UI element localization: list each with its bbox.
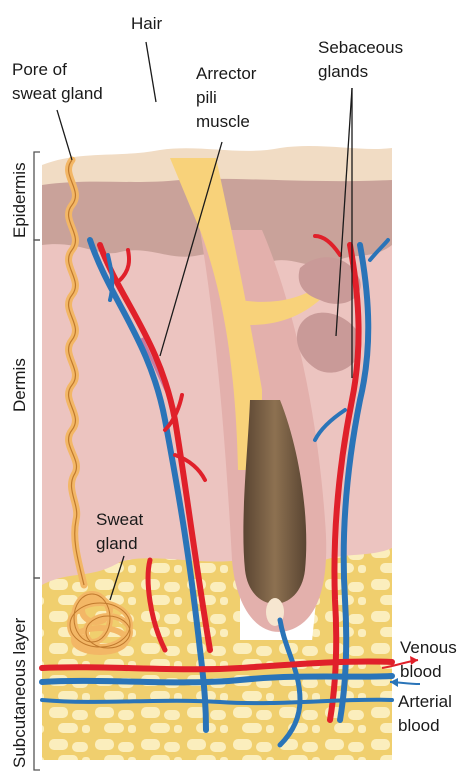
label-pore-line1: Pore of <box>12 60 67 80</box>
label-venous-line1: Venous <box>400 638 457 658</box>
label-sebaceous-line2: glands <box>318 62 368 82</box>
label-arterial-line2: blood <box>398 716 440 736</box>
label-dermis: Dermis <box>10 358 30 412</box>
label-venous-line2: blood <box>400 662 442 682</box>
label-epidermis: Epidermis <box>10 162 30 238</box>
layer-brackets <box>34 152 40 770</box>
label-arterial-line1: Arterial <box>398 692 452 712</box>
label-hair: Hair <box>131 14 162 34</box>
label-sweat-line2: gland <box>96 534 138 554</box>
label-sebaceous-line1: Sebaceous <box>318 38 403 58</box>
label-arrector-line2: pili <box>196 88 217 108</box>
label-subcutaneous: Subcutaneous layer <box>10 618 30 768</box>
label-arrector-line1: Arrector <box>196 64 256 84</box>
label-sweat-line1: Sweat <box>96 510 143 530</box>
label-arrector-line3: muscle <box>196 112 250 132</box>
label-pore-line2: sweat gland <box>12 84 103 104</box>
